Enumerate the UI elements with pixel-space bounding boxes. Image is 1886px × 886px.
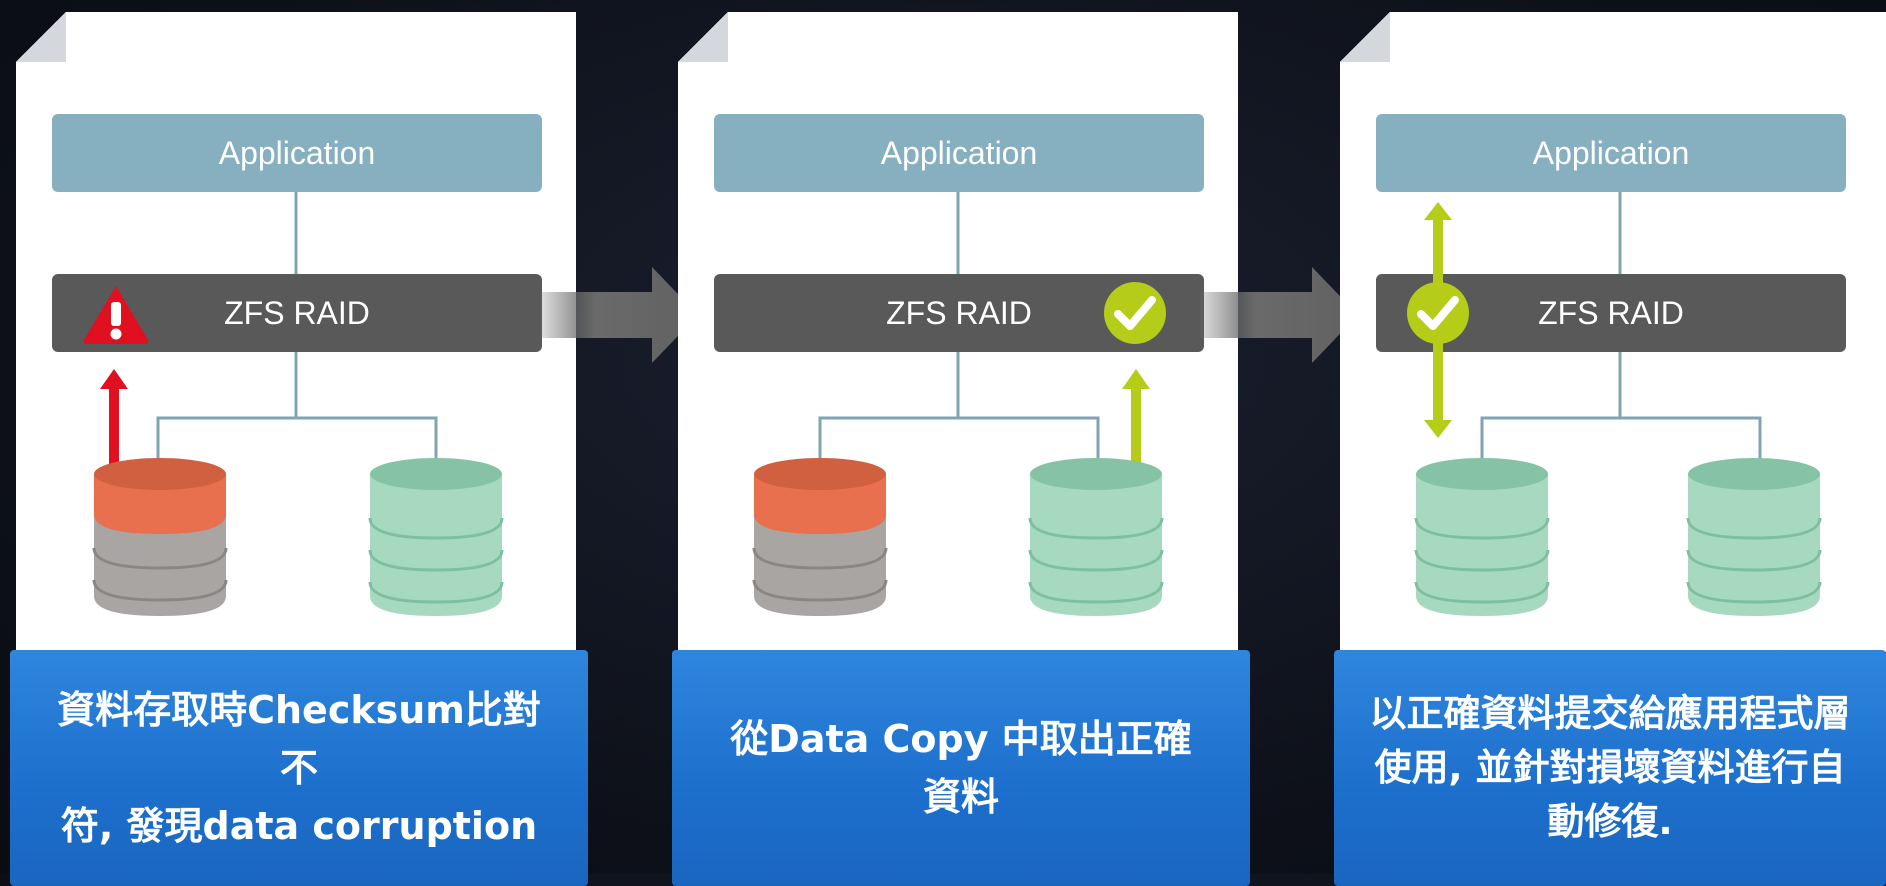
page-fold [16,12,66,62]
caption-box: 以正確資料提交給應用程式層 使用, 並針對損壞資料進行自 動修復. [1334,650,1886,886]
application-box: Application [1376,114,1846,192]
application-label: Application [1532,134,1690,171]
page-fold [1340,12,1390,62]
warning-triangle-icon [83,286,149,344]
caption-box: 資料存取時Checksum比對不 符, 發現data corruption [10,650,588,886]
panel-recover: Application ZFS RAID 從Data Copy [672,12,1250,886]
page-fold [678,12,728,62]
application-label: Application [218,134,376,171]
caption-text: 從Data Copy 中取出正確 資料 [730,717,1192,819]
healthy-disk [1028,458,1164,616]
zfs-raid-label: ZFS RAID [1538,294,1684,331]
panel-detect: Application ZFS RAID 資料存取 [10,12,588,886]
flow-arrow-icon [1200,267,1358,363]
healthy-disk [1686,458,1822,616]
zfs-raid-label: ZFS RAID [886,294,1032,331]
application-box: Application [52,114,542,192]
application-box: Application [714,114,1204,192]
healthy-disk [368,458,504,616]
connection-lines [1480,192,1762,472]
flow-arrow-icon [540,267,698,363]
corrupted-disk [92,458,228,616]
caption-text: 以正確資料提交給應用程式層 使用, 並針對損壞資料進行自 動修復. [1369,692,1851,843]
arrow-up-icon [100,369,128,467]
checkmark-circle-icon [1407,282,1469,344]
corrupted-disk [752,458,888,616]
checkmark-circle-icon [1104,282,1166,344]
zfs-raid-label: ZFS RAID [224,294,370,331]
panel-repair: Application ZFS RAID 以正確資料提交給應用程 [1334,12,1886,886]
caption-text: 資料存取時Checksum比對不 符, 發現data corruption [57,688,541,848]
arrow-up-icon [1122,369,1150,467]
application-label: Application [880,134,1038,171]
healthy-disk [1414,458,1550,616]
connection-lines [156,192,438,472]
connection-lines [818,192,1100,472]
caption-box: 從Data Copy 中取出正確 資料 [672,650,1250,886]
